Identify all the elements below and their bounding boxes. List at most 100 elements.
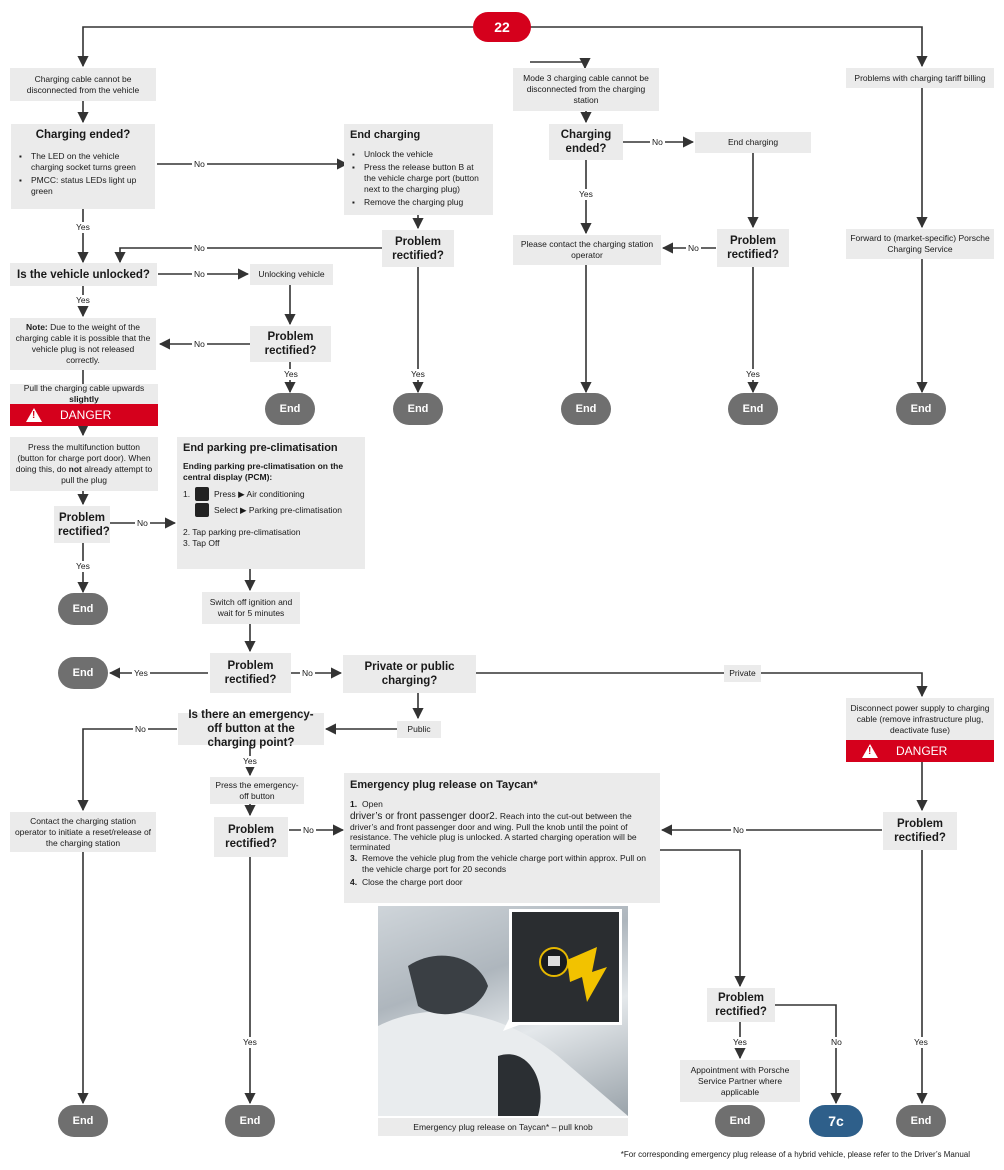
- emergency-step-1-detail: driver’s or front passenger door2. Reach…: [350, 811, 637, 852]
- label-no: No: [650, 137, 665, 148]
- appointment-box: Appointment with Porsche Service Partner…: [680, 1060, 800, 1102]
- end-node: End: [896, 393, 946, 425]
- warning-icon: [862, 744, 878, 758]
- reference-badge-7c[interactable]: 7c: [809, 1105, 863, 1137]
- led-note: The LED on the vehicle charging socket t…: [17, 151, 149, 173]
- problem-rectified-4: Problem rectified?: [717, 229, 789, 267]
- end-node: End: [225, 1105, 275, 1137]
- label-yes: Yes: [282, 369, 300, 380]
- label-no: No: [829, 1037, 844, 1048]
- end-node: End: [393, 393, 443, 425]
- weight-note-text: Note: Due to the weight of the charging …: [15, 322, 151, 365]
- problem-rectified-5: Problem rectified?: [210, 653, 291, 693]
- label-yes: Yes: [132, 668, 150, 679]
- pcm-box: End parking pre-climatisation Ending par…: [177, 437, 365, 569]
- end-charging-step: Unlock the vehicle: [350, 149, 433, 160]
- pmcc-note: PMCC: status LEDs light up green: [17, 175, 149, 197]
- end-charging-box: End charging Unlock the vehicle Press th…: [344, 124, 493, 215]
- pcm-title: End parking pre-climatisation: [183, 442, 338, 454]
- danger-banner-left: DANGER: [10, 404, 158, 426]
- mode3-charging-ended-question: Charging ended?: [549, 124, 623, 160]
- contact-reset-box: Contact the charging station operator to…: [10, 812, 156, 852]
- label-no: No: [192, 269, 207, 280]
- label-no: No: [192, 243, 207, 254]
- emergency-release-box: Emergency plug release on Taycan* 1.Open…: [344, 773, 660, 903]
- emergency-step-3: 4.Close the charge port door: [350, 877, 463, 887]
- end-node: End: [728, 393, 778, 425]
- label-no: No: [301, 825, 316, 836]
- pcm-step-2: 2. Tap parking pre-climatisation: [183, 527, 301, 537]
- end-charging-step: Remove the charging plug: [350, 197, 463, 208]
- end-node: End: [265, 393, 315, 425]
- cable-stuck-text: Charging cable cannot be disconnected fr…: [26, 73, 140, 95]
- label-yes: Yes: [912, 1037, 930, 1048]
- danger-banner-right: DANGER: [846, 740, 994, 762]
- emergency-step-2: 3.Remove the vehicle plug from the vehic…: [350, 853, 646, 874]
- pcm-step-3: 3. Tap Off: [183, 538, 220, 548]
- pcm-step-1a: 1. Press ▶ Air conditioning: [183, 487, 305, 501]
- multifunction-box: Press the multifunction button (button f…: [10, 437, 158, 491]
- forward-box: Forward to (market-specific) Porsche Cha…: [846, 229, 994, 259]
- ignition-box: Switch off ignition and wait for 5 minut…: [202, 592, 300, 624]
- label-yes: Yes: [577, 189, 595, 200]
- problem-rectified-2: Problem rectified?: [382, 230, 454, 267]
- label-no: No: [135, 518, 150, 529]
- end-node: End: [58, 593, 108, 625]
- pcm-subtitle: Ending parking pre-climatisation on the …: [183, 461, 344, 482]
- end-charging-title: End charging: [350, 129, 421, 141]
- label-yes: Yes: [241, 756, 259, 767]
- label-yes: Yes: [241, 1037, 259, 1048]
- pull-up-box: Pull the charging cable upwards slightly: [10, 383, 158, 404]
- end-node: End: [58, 1105, 108, 1137]
- thermometer-icon: [195, 503, 209, 517]
- label-yes: Yes: [409, 369, 427, 380]
- label-yes: Yes: [74, 295, 92, 306]
- unlocking-vehicle-box: Unlocking vehicle: [250, 264, 333, 285]
- label-yes: Yes: [744, 369, 762, 380]
- private-public-question: Private or public charging?: [343, 655, 476, 693]
- end-node: End: [715, 1105, 765, 1137]
- end-node: End: [58, 657, 108, 689]
- charging-ended-box: Charging ended? The LED on the vehicle c…: [11, 124, 155, 209]
- label-yes: Yes: [74, 561, 92, 572]
- label-yes: Yes: [74, 222, 92, 233]
- footnote: *For corresponding emergency plug releas…: [620, 1150, 970, 1159]
- problem-rectified-6: Problem rectified?: [214, 817, 288, 857]
- problem-rectified-8: Problem rectified?: [707, 988, 775, 1022]
- label-no: No: [731, 825, 746, 836]
- press-emergency-box: Press the emergency-off button: [210, 777, 304, 804]
- end-node: End: [561, 393, 611, 425]
- warning-icon: [26, 408, 42, 422]
- contact-operator-box: Please contact the charging station oper…: [513, 235, 661, 265]
- emergency-release-title: Emergency plug release on Taycan*: [350, 779, 538, 791]
- label-no: No: [133, 724, 148, 735]
- label-yes: Yes: [731, 1037, 749, 1048]
- emergency-step-1: 1.Open: [350, 799, 383, 809]
- emergency-release-photo: [378, 906, 628, 1116]
- pcm-step-1b: Select ▶ Parking pre-climatisation: [183, 503, 342, 517]
- home-icon: [195, 487, 209, 501]
- charging-ended-question: Charging ended?: [35, 129, 131, 141]
- weight-note-box: Note: Due to the weight of the charging …: [10, 318, 156, 370]
- step-number-badge: 22: [473, 12, 531, 42]
- mode3-end-charging-box: End charging: [695, 132, 811, 153]
- cable-stuck-box: Charging cable cannot be disconnected fr…: [10, 68, 156, 101]
- mode3-box: Mode 3 charging cable cannot be disconne…: [513, 68, 659, 111]
- problem-rectified-1: Problem rectified?: [54, 506, 110, 543]
- multifunction-text: Press the multifunction button (button f…: [15, 442, 153, 485]
- end-charging-step: Press the release button B at the vehicl…: [350, 162, 487, 195]
- label-no: No: [192, 159, 207, 170]
- pull-up-text: Pull the charging cable upwards slightly: [23, 383, 145, 404]
- emergency-off-question: Is there an emergency-off button at the …: [178, 709, 324, 749]
- problem-rectified-3: Problem rectified?: [250, 326, 331, 362]
- label-private: Private: [724, 665, 761, 682]
- label-no: No: [192, 339, 207, 350]
- vehicle-unlocked-question: Is the vehicle unlocked?: [10, 263, 157, 286]
- label-no: No: [300, 668, 315, 679]
- label-public: Public: [397, 721, 441, 738]
- disconnect-power-box: Disconnect power supply to charging cabl…: [846, 698, 994, 740]
- label-no: No: [686, 243, 701, 254]
- end-node: End: [896, 1105, 946, 1137]
- tariff-box: Problems with charging tariff billing: [846, 68, 994, 88]
